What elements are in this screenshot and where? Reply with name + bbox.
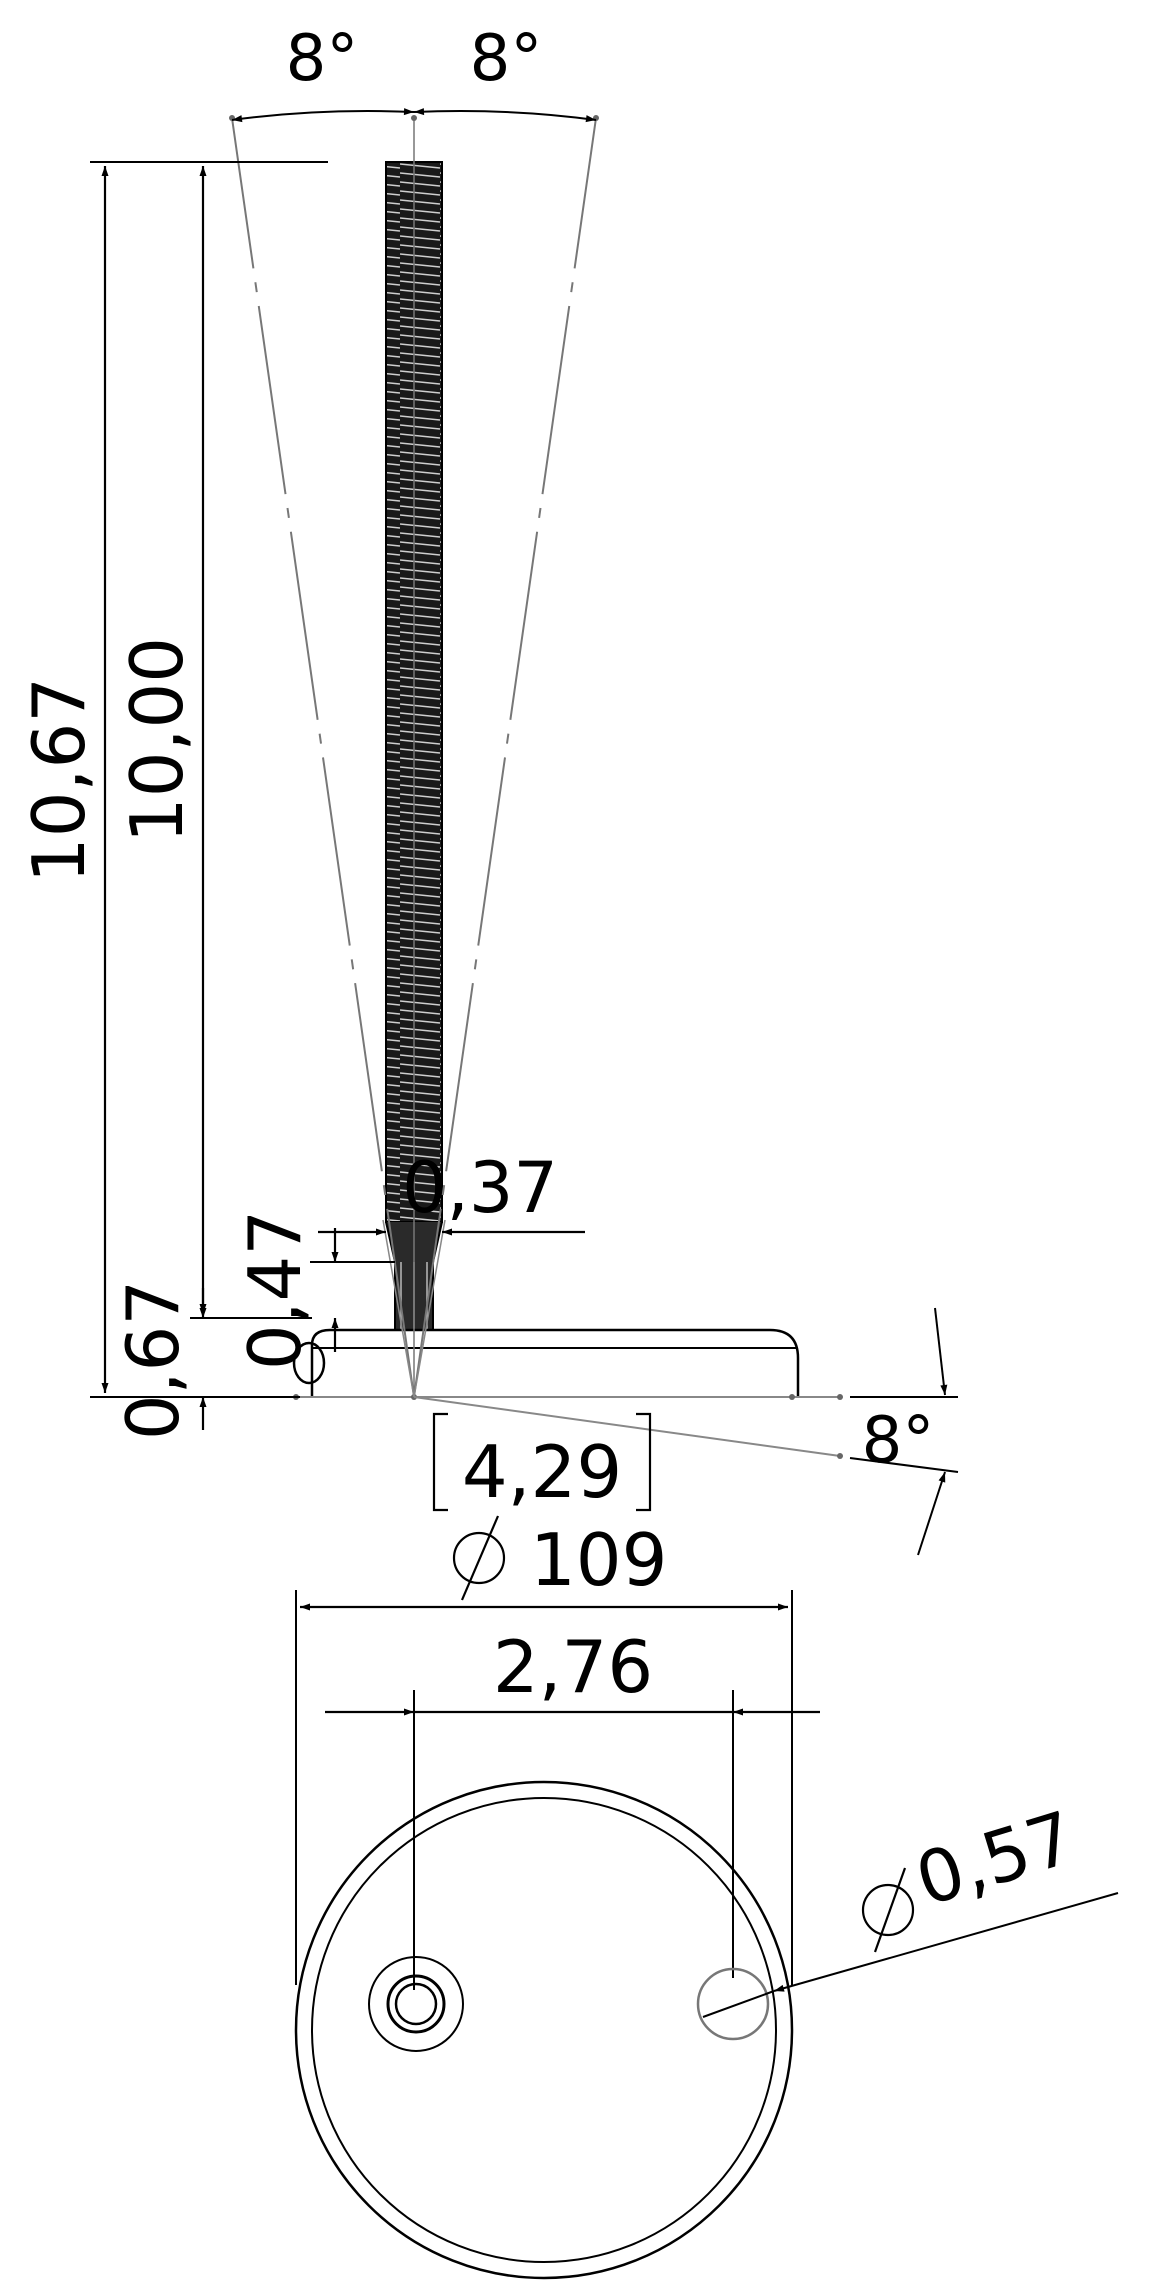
hole-diameter-symbol	[861, 1867, 915, 1953]
thread-length-label: 10,00	[115, 637, 199, 843]
neck-height-label: 0,47	[233, 1210, 317, 1370]
angle-label-top-left: 8°	[286, 22, 359, 96]
base-height-label: 0,67	[111, 1280, 195, 1440]
base-diameter-dim-lines	[295, 1590, 793, 1985]
hole-spacing-label: 2,76	[493, 1625, 653, 1709]
center-stud-circles	[368, 1956, 464, 2052]
hole-diameter-leader	[702, 1892, 1119, 2018]
base-diameter-label: 109	[530, 1518, 667, 1602]
angle-label-top-right: 8°	[470, 22, 543, 96]
base-top-view	[294, 1780, 794, 2280]
overall-height-label: 10,67	[17, 677, 101, 883]
reference-height-label: 4,29	[462, 1430, 622, 1514]
base-tilt-dim-lines	[849, 1307, 959, 1556]
mounting-hole	[696, 1967, 770, 2041]
thread-diameter-label: 0,37	[402, 1147, 558, 1229]
top-angle-dimension	[231, 108, 597, 123]
reference-brackets	[432, 1412, 652, 1512]
swivel-cone-lines	[229, 115, 843, 1459]
extension-lines	[90, 161, 395, 1398]
diameter-symbol	[452, 1515, 506, 1601]
hole-diameter-label: 0,57	[906, 1795, 1084, 1922]
base-tilt-label: 8°	[862, 1404, 935, 1478]
base-side-view	[292, 1328, 843, 1400]
hole-spacing-dim-lines	[325, 1690, 820, 1990]
